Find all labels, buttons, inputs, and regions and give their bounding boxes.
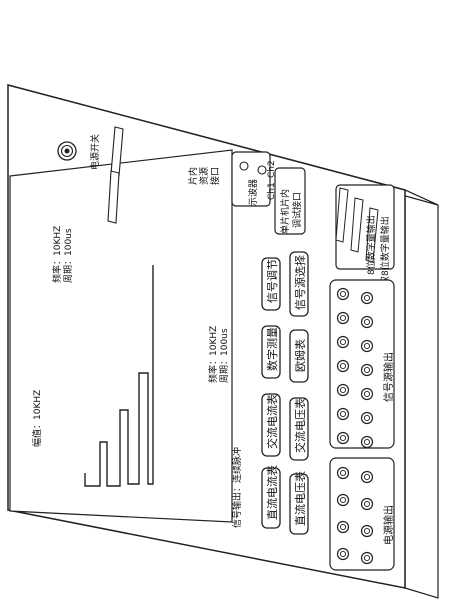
- jack-inner-ring: [339, 496, 347, 504]
- dc-current-button[interactable]: 直流电流表: [261, 465, 281, 529]
- jack-inner-ring: [363, 438, 371, 446]
- signal-adjust-button-label: 信号调节: [266, 259, 279, 303]
- frequency-mid-label: 频率：10KHZ: [207, 326, 219, 383]
- mcu-debug-label-line2: 调试接口: [291, 192, 303, 228]
- signal-jacks: [336, 287, 374, 449]
- signal-source-output-label: 信号源输出: [382, 352, 395, 402]
- jack-inner-ring: [339, 290, 347, 298]
- port-label-line1: 片内: [187, 167, 199, 185]
- panel-side-face: [404, 189, 439, 599]
- power-switch-label: 电源开关: [89, 134, 101, 170]
- jack-inner-ring: [363, 318, 371, 326]
- signal-output-label: 信号输出：连续脉冲: [231, 447, 243, 528]
- signal-adjust-button[interactable]: 信号调节: [261, 257, 281, 311]
- amplitude-label: 幅值：10KHZ: [31, 390, 43, 447]
- ac-voltage-button-label: 交流电压表: [293, 398, 307, 453]
- power-output-label: 电源输出: [382, 505, 395, 545]
- dc-voltage-button[interactable]: 直流电压表: [289, 471, 309, 535]
- jack-inner-ring: [339, 362, 347, 370]
- jack-inner-ring: [363, 294, 371, 302]
- power-jacks: [336, 466, 374, 565]
- digital-8bit-label: 8位数字量输出: [365, 215, 377, 275]
- jack-inner-ring: [339, 338, 347, 346]
- digital-slot-2[interactable]: [350, 197, 364, 253]
- mcu-debug-box: [274, 167, 306, 235]
- jack-inner-ring: [363, 414, 371, 422]
- digital-dual-8bit-label: 双8位数字量输出: [379, 216, 391, 285]
- jack-inner-ring: [339, 386, 347, 394]
- ac-voltage-button[interactable]: 交流电压表: [289, 397, 309, 461]
- frequency-top-label: 频率：10KHZ: [51, 226, 63, 283]
- jack-inner-ring: [339, 410, 347, 418]
- ohmmeter-button[interactable]: 欧姆表: [289, 329, 309, 383]
- jack-inner-ring: [339, 314, 347, 322]
- mcu-debug-label-line1: 单片机片内: [279, 189, 291, 234]
- digital-slot-3[interactable]: [365, 207, 379, 263]
- jack-inner-ring: [363, 390, 371, 398]
- jack-inner-ring: [363, 473, 371, 481]
- pulse-waveform: [84, 265, 154, 487]
- port-label-line2: 资源: [199, 167, 210, 185]
- ac-current-button[interactable]: 交流电流表: [261, 393, 281, 457]
- ch2-label: Ch2: [267, 160, 277, 178]
- display-screen: [9, 149, 233, 523]
- oscilloscope-ch2-jack[interactable]: [239, 161, 249, 171]
- jack-inner-ring: [363, 342, 371, 350]
- ohmmeter-button-label: 欧姆表: [293, 339, 307, 372]
- digital-measure-button-label: 数字测量: [265, 327, 279, 371]
- signal-source-select-button-label: 信号源选择: [293, 255, 307, 310]
- period-top-label: 周期：100us: [63, 228, 74, 283]
- port-label-line3: 接口: [209, 167, 221, 185]
- ac-current-button-label: 交流电流表: [265, 394, 279, 449]
- jack-inner-ring: [363, 500, 371, 508]
- jack-inner-ring: [339, 523, 347, 531]
- digital-output-box: [335, 184, 395, 270]
- dc-current-button-label: 直流电流表: [265, 465, 279, 520]
- port-slot-bottom[interactable]: [107, 170, 120, 224]
- digital-measure-button[interactable]: 数字测量: [261, 325, 281, 379]
- period-mid-label: 周期：100us: [219, 328, 230, 383]
- signal-source-select-button[interactable]: 信号源选择: [289, 251, 309, 317]
- jack-inner-ring: [363, 366, 371, 374]
- power-switch[interactable]: [57, 141, 77, 161]
- jack-inner-ring: [363, 554, 371, 562]
- oscilloscope-label: 示波器: [247, 179, 259, 206]
- ch1-label: Ch1: [267, 182, 277, 200]
- dc-voltage-button-label: 直流电压表: [293, 471, 307, 526]
- jack-inner-ring: [339, 469, 347, 477]
- digital-slot-1[interactable]: [335, 187, 349, 243]
- jack-inner-ring: [363, 527, 371, 535]
- jack-inner-ring: [339, 434, 347, 442]
- oscilloscope-ch1-jack[interactable]: [257, 165, 267, 175]
- power-output-box: [329, 457, 395, 571]
- jack-inner-ring: [339, 550, 347, 558]
